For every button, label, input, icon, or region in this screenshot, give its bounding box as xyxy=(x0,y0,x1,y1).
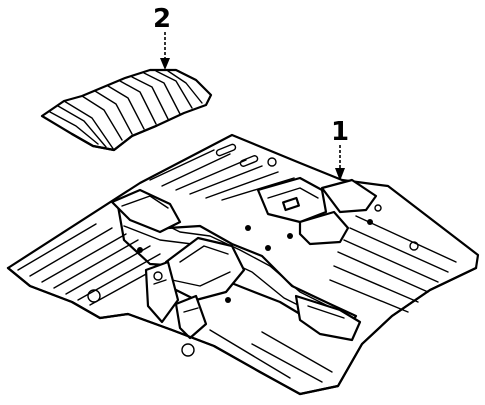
callout-2-arrowhead xyxy=(160,58,170,70)
callout-2[interactable]: 2 xyxy=(153,4,171,70)
callout-1-arrowhead xyxy=(335,168,345,181)
floor-pan[interactable] xyxy=(6,133,480,396)
callout-2-number: 2 xyxy=(153,4,171,34)
callout-1[interactable]: 1 xyxy=(331,117,349,181)
heat-shield[interactable] xyxy=(40,68,213,152)
callout-1-number: 1 xyxy=(331,117,349,147)
